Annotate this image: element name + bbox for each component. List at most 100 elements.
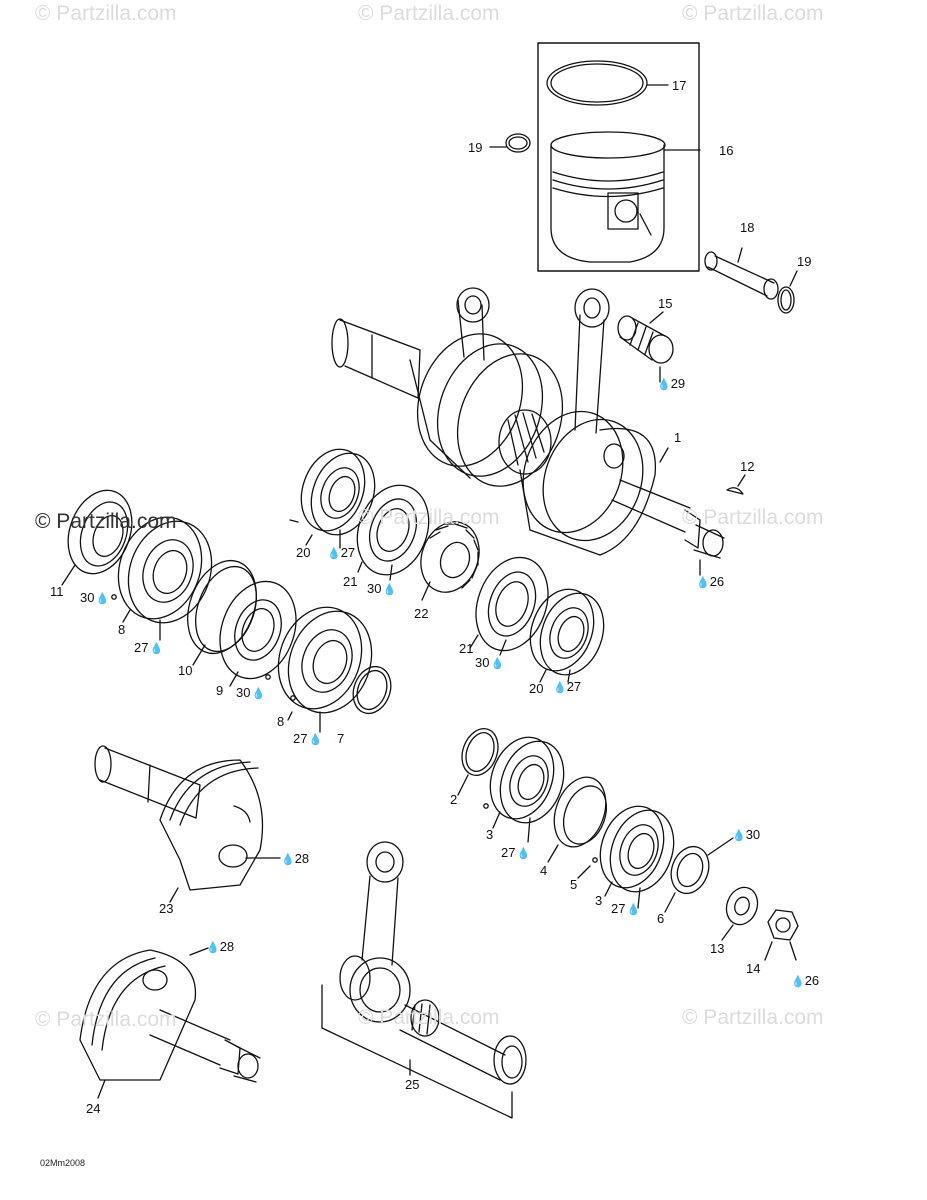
drop-icon: 💧 — [281, 854, 295, 866]
callout-24: 24 — [86, 1101, 101, 1116]
callout-27-label: 27 — [134, 640, 149, 655]
watermark: © Partzilla.com — [35, 1008, 177, 1031]
callout-30-label: 30 — [745, 827, 761, 842]
callout-30: 💧30 — [731, 828, 760, 842]
callout-28-label: 28 — [294, 851, 310, 866]
watermark: © Partzilla.com — [682, 1006, 824, 1029]
callout-15: 15 — [658, 296, 673, 311]
woodruff-key — [726, 474, 746, 495]
drawing-code: 02Mm2008 — [40, 1158, 86, 1168]
callout-7: 7 — [337, 731, 345, 746]
callout-30: 30💧 — [475, 656, 504, 670]
callout-28: 💧28 — [205, 940, 234, 954]
callout-10: 10 — [178, 663, 193, 678]
drop-icon: 💧 — [516, 848, 531, 860]
callout-26-label: 26 — [804, 973, 820, 988]
callout-29-label: 29 — [670, 376, 686, 391]
drop-icon: 💧 — [553, 682, 567, 694]
crankshaft-main — [331, 287, 725, 576]
callout-3: 3 — [486, 827, 494, 842]
callout-27-label: 27 — [611, 901, 626, 916]
drop-icon: 💧 — [206, 942, 220, 954]
left-bearing-stack — [61, 489, 392, 733]
callout-26: 💧26 — [695, 575, 724, 589]
callout-19: 19 — [797, 254, 812, 269]
middle-bearing-stack — [289, 448, 605, 683]
callout-8: 8 — [118, 622, 126, 637]
drop-icon: 💧 — [382, 584, 397, 596]
callout-27: 27💧 — [611, 902, 640, 916]
callout-30: 30💧 — [367, 582, 396, 596]
callout-3: 3 — [595, 893, 603, 908]
callout-30-label: 30 — [80, 590, 95, 605]
callout-27-label: 27 — [501, 845, 516, 860]
callout-14: 14 — [746, 961, 761, 976]
callout-27: 27💧 — [293, 732, 322, 746]
callout-27: 💧27 — [326, 546, 355, 560]
callout-21: 21 — [459, 641, 474, 656]
right-bearing-stack — [457, 728, 799, 961]
drop-icon: 💧 — [657, 379, 671, 391]
callout-28-label: 28 — [219, 939, 235, 954]
callout-4: 4 — [540, 863, 548, 878]
drop-icon: 💧 — [95, 593, 110, 605]
watermark: © Partzilla.com — [358, 506, 500, 529]
drop-icon: 💧 — [490, 658, 505, 670]
callout-26: 💧26 — [790, 974, 819, 988]
callout-27-label: 27 — [340, 545, 356, 560]
callout-9: 9 — [216, 683, 224, 698]
callout-28: 💧28 — [280, 852, 309, 866]
watermark: © Partzilla.com — [35, 510, 177, 533]
callout-30: 30💧 — [236, 686, 265, 700]
connecting-rod-kit — [321, 841, 527, 1119]
callout-25: 25 — [405, 1077, 420, 1092]
callout-20: 20 — [296, 545, 311, 560]
callout-13: 13 — [710, 941, 725, 956]
callout-2: 2 — [450, 792, 458, 807]
callout-29: 💧29 — [656, 377, 685, 391]
drop-icon: 💧 — [308, 734, 323, 746]
callout-20: 20 — [529, 681, 544, 696]
callout-22: 22 — [414, 606, 429, 621]
watermark: © Partzilla.com — [358, 1006, 500, 1029]
piston-assembly-box — [489, 42, 701, 272]
drop-icon: 💧 — [149, 643, 164, 655]
callout-17: 17 — [672, 78, 687, 93]
watermark: © Partzilla.com — [358, 2, 500, 25]
piston-pin-group — [704, 247, 798, 314]
callout-6: 6 — [657, 911, 665, 926]
callout-27-label: 27 — [293, 731, 308, 746]
drop-icon: 💧 — [732, 830, 746, 842]
callout-27: 💧27 — [552, 680, 581, 694]
callout-23: 23 — [159, 901, 174, 916]
callout-5: 5 — [570, 877, 578, 892]
callout-30-label: 30 — [475, 655, 490, 670]
half-crankshaft-24 — [79, 947, 261, 1099]
needle-bearing — [617, 311, 674, 383]
drop-icon: 💧 — [327, 548, 341, 560]
half-crankshaft-23 — [94, 745, 281, 903]
callout-26-label: 26 — [709, 574, 725, 589]
callout-27: 27💧 — [134, 641, 163, 655]
watermark: © Partzilla.com — [35, 2, 177, 25]
callout-19: 19 — [468, 140, 483, 155]
callout-21: 21 — [343, 574, 358, 589]
callout-27-label: 27 — [566, 679, 582, 694]
drop-icon: 💧 — [791, 976, 805, 988]
drop-icon: 💧 — [251, 688, 266, 700]
callout-30-label: 30 — [367, 581, 382, 596]
drop-icon: 💧 — [696, 577, 710, 589]
callout-16: 16 — [719, 143, 734, 158]
watermark: © Partzilla.com — [682, 2, 824, 25]
callout-1: 1 — [674, 430, 682, 445]
drop-icon: 💧 — [626, 904, 641, 916]
callout-18: 18 — [740, 220, 755, 235]
callout-30: 30💧 — [80, 591, 109, 605]
callout-12: 12 — [740, 459, 755, 474]
callout-11: 11 — [50, 584, 64, 599]
callout-30-label: 30 — [236, 685, 251, 700]
callout-8: 8 — [277, 714, 285, 729]
callout-27: 27💧 — [501, 846, 530, 860]
watermark: © Partzilla.com — [682, 506, 824, 529]
